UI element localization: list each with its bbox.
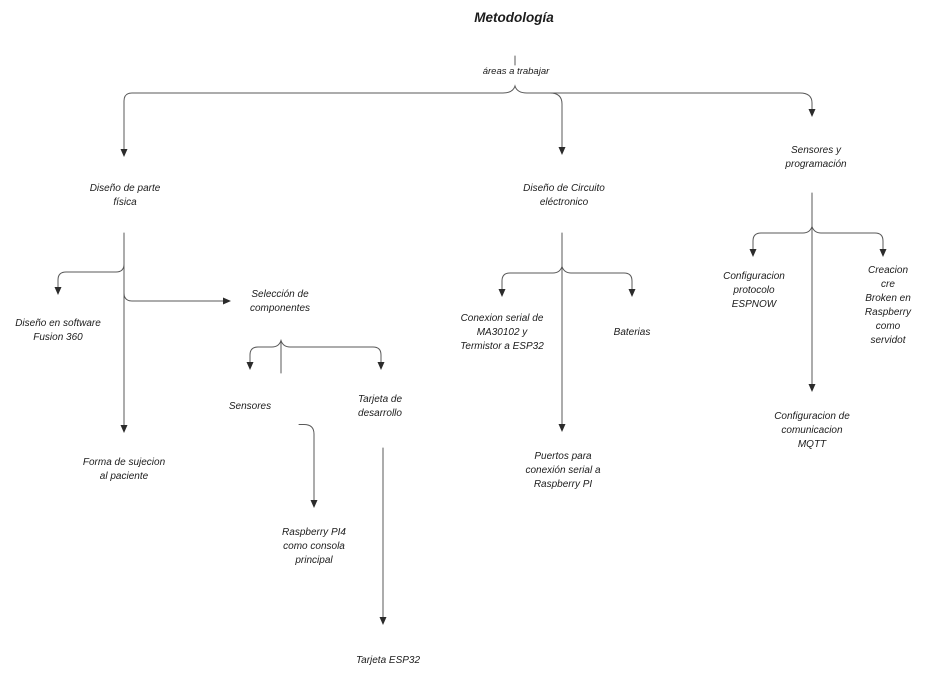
- arrowhead-broker: [879, 249, 887, 257]
- arrowhead-mqtt: [808, 384, 816, 392]
- node-label-areas-a-trabajar: áreas a trabajar: [482, 66, 550, 77]
- node-label-config-mqtt: Configuracion de comunicacion MQTT: [774, 411, 850, 450]
- node-label-sensores-programacion: Sensores y programación: [785, 145, 847, 170]
- arrowhead-fusion: [54, 287, 62, 295]
- arrowhead-conexion-serial: [498, 289, 506, 297]
- arrowhead-tarjeta-desarrollo: [377, 362, 385, 370]
- arrowhead-circuito: [558, 147, 566, 155]
- arrowhead-baterias: [628, 289, 636, 297]
- node-label-tarjeta-esp32: Tarjeta ESP32: [355, 655, 421, 666]
- arrowhead-esp32: [379, 617, 387, 625]
- arrowhead-espnow: [749, 249, 757, 257]
- edge-center-drop: [549, 92, 563, 148]
- arrowhead-programacion: [808, 109, 816, 117]
- edge-main-brace: [123, 84, 813, 150]
- node-label-puertos-raspberry: Puertos para conexión serial a Raspberry…: [525, 451, 601, 490]
- edge-componentes-brace: [249, 338, 382, 363]
- arrowhead-raspberry: [310, 500, 318, 508]
- edge-circuito-brace: [501, 264, 633, 290]
- node-label-fusion360: Diseño en software Fusion 360: [15, 318, 101, 343]
- edge-programacion-brace: [752, 224, 884, 250]
- edge-sensores-raspberry: [298, 424, 315, 501]
- node-label-raspberry-pi4: Raspberry PI4 como consola principal: [282, 527, 346, 566]
- node-label-conexion-serial: Conexion serial de MA30102 y Termistor a…: [460, 313, 544, 352]
- node-label-tarjeta-desarrollo: Tarjeta de desarrollo: [357, 394, 403, 419]
- node-label-seleccion-componentes: Selección de componentes: [249, 289, 311, 314]
- node-label-circuito-electronico: Diseño de Circuito eléctronico: [523, 183, 605, 208]
- arrowhead-puertos: [558, 424, 566, 432]
- node-label-creacion-broker: Creacion cre Broken en Raspberry como se…: [864, 265, 912, 346]
- arrowhead-parte-fisica: [120, 149, 128, 157]
- arrowhead-seleccion: [223, 297, 231, 305]
- node-label-sensores: Sensores: [228, 401, 272, 412]
- edge-fusion-elbow: [57, 263, 125, 288]
- arrowhead-sensores: [246, 362, 254, 370]
- node-label-parte-fisica: Diseño de parte física: [89, 183, 161, 208]
- node-label-forma-sujecion: Forma de sujecion al paciente: [82, 457, 166, 482]
- node-label-config-espnow: Configuracion protocolo ESPNOW: [723, 271, 785, 310]
- edge-seleccion-elbow: [123, 292, 224, 302]
- node-label-baterias: Baterias: [613, 327, 651, 338]
- arrowhead-sujecion: [120, 425, 128, 433]
- diagram-title: Metodología: [474, 10, 554, 25]
